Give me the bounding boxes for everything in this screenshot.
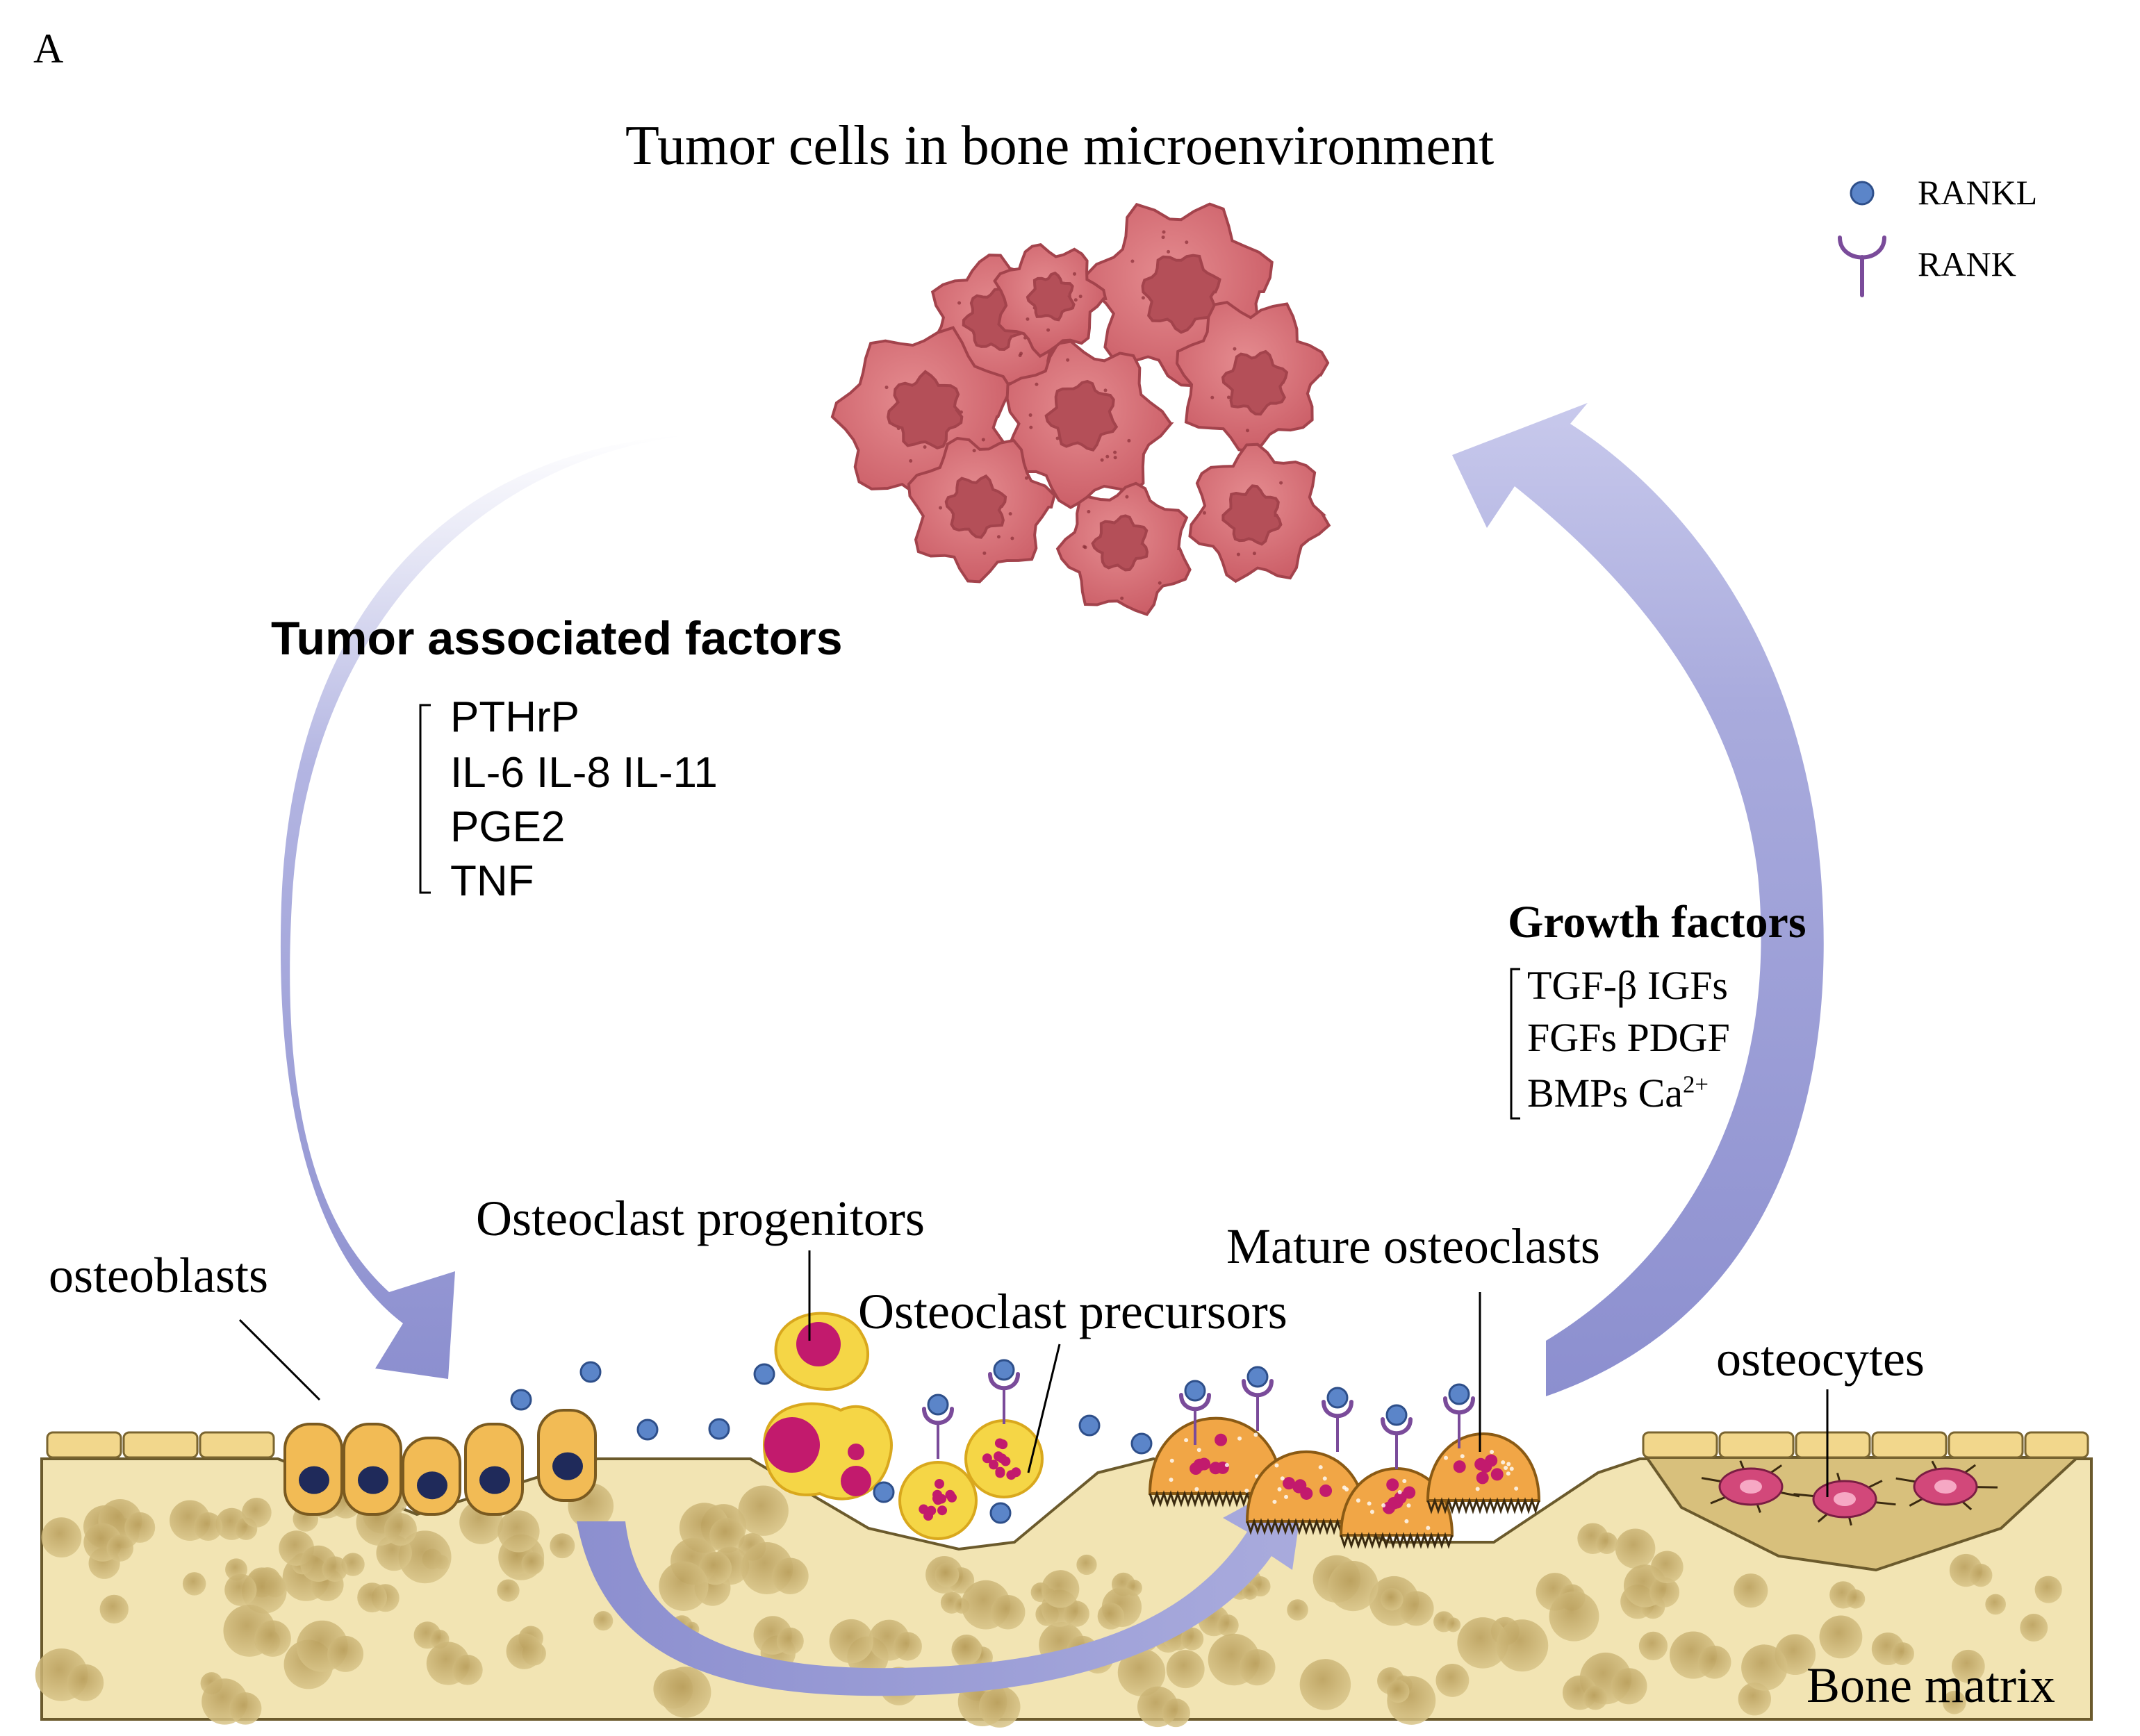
progenitors-label: Osteoclast progenitors: [476, 1191, 925, 1246]
lining-cells-right: [1642, 1431, 2089, 1459]
tumor-factor-item: PGE2: [450, 803, 566, 851]
rankl-legend-icon: [1850, 181, 1875, 206]
rank-receptors: [922, 1359, 1475, 1469]
growth-factor-line: BMPs Ca2+: [1527, 1073, 1709, 1114]
osteoblast-cells: [283, 1409, 597, 1516]
growth-factors-heading: Growth factors: [1508, 897, 1806, 948]
rankl-legend-label: RANKL: [1918, 173, 2038, 212]
bottom-cycle-arrow: [577, 1473, 1306, 1696]
growth-factor-line: TGF-β IGFs: [1527, 963, 1728, 1008]
mature-osteoclast-cells: [1148, 1416, 1541, 1549]
osteocyte-cells: [1701, 1460, 1998, 1526]
panel-label: A: [33, 26, 64, 72]
osteoclast-precursor-cells: [898, 1419, 1044, 1540]
lining-cells-left: [46, 1431, 275, 1459]
precursors-label: Osteoclast precursors: [858, 1284, 1287, 1339]
bone-matrix-label: Bone matrix: [1806, 1658, 2055, 1713]
tumor-factor-item: PTHrP: [450, 693, 579, 741]
growth-factor-line: FGFs PDGF: [1527, 1015, 1730, 1060]
tumor-factors-bracket: [419, 704, 431, 894]
calcium-charge: 2+: [1683, 1070, 1709, 1098]
growth-factor-text: BMPs Ca: [1527, 1070, 1684, 1116]
precursors-pointer: [1027, 1344, 1061, 1473]
mature-osteoclasts-label: Mature osteoclasts: [1226, 1218, 1600, 1274]
tumor-cell-cluster: [830, 202, 1331, 616]
osteocytes-label: osteocytes: [1716, 1331, 1925, 1387]
tumor-factor-item: TNF: [450, 857, 534, 905]
osteoblasts-label: osteoblasts: [49, 1248, 268, 1303]
tumor-factors-heading: Tumor associated factors: [271, 612, 843, 665]
osteoblasts-pointer: [238, 1318, 321, 1401]
osteoclast-progenitor-cells: [762, 1312, 893, 1501]
bone-matrix: [35, 1456, 2093, 1728]
right-cycle-arrow: [1452, 403, 1824, 1396]
rank-legend-label: RANK: [1918, 245, 2016, 283]
growth-factors-bracket: [1510, 968, 1520, 1120]
rankl-molecules: [510, 1361, 1153, 1524]
diagram-title: Tumor cells in bone microenvironment: [625, 115, 1495, 176]
tumor-factor-item: IL-6 IL-8 IL-11: [450, 749, 718, 797]
rank-legend-icon: [1838, 235, 1886, 297]
